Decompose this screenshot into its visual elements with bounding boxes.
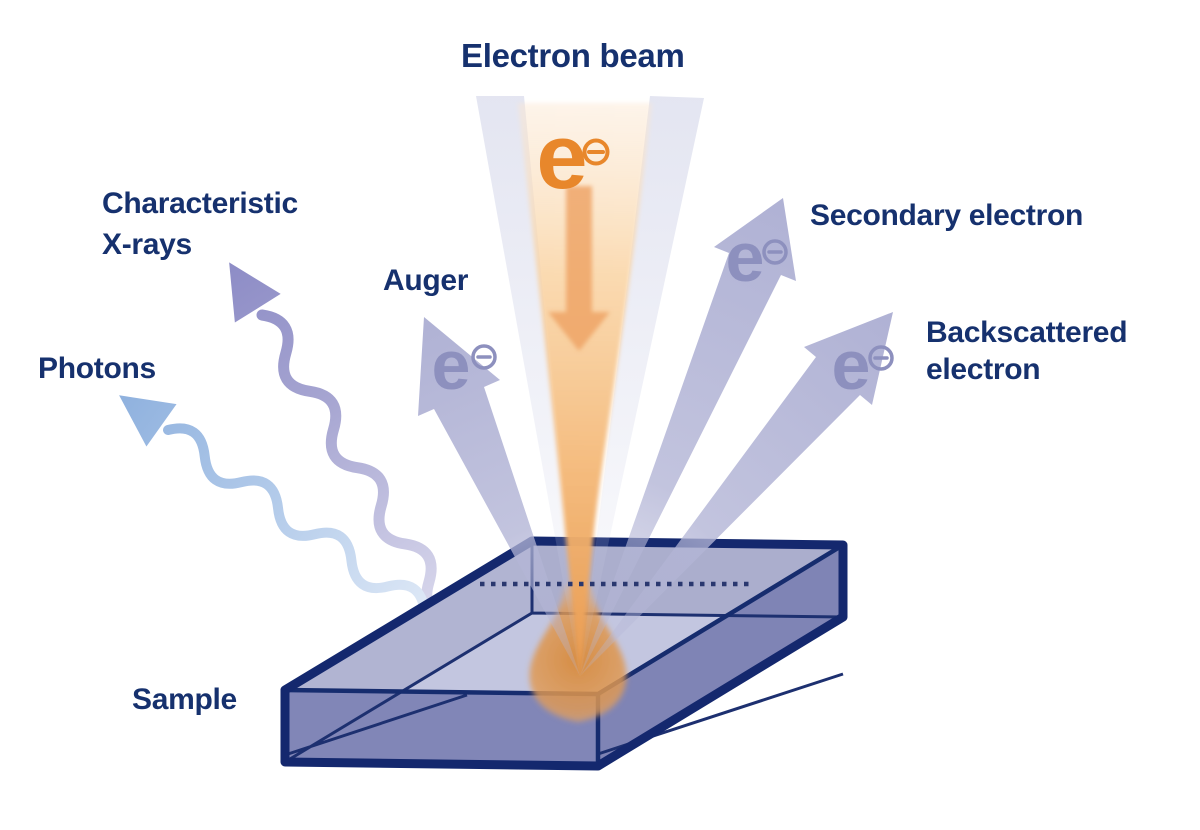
photon-arrowhead-icon [119,395,177,447]
label-photons: Photons [38,352,156,385]
photon-wave-path [163,423,467,646]
label-characteristic-line1: Characteristic [102,187,298,220]
xray-wave-arrow [229,262,459,626]
backscattered-minus-circle-icon [868,345,894,371]
auger-electron-letter: e [432,326,471,404]
faint-ray-left [476,96,580,676]
backscattered-electron-symbol: e [832,326,894,404]
xray-wave-path [256,309,459,626]
title-electron-beam: Electron beam [461,37,685,74]
label-backscattered-electron: Backscattered electron [926,314,1128,388]
label-characteristic-xrays: Characteristic X-rays [102,183,298,265]
xray-arrowhead-icon [229,262,281,323]
secondary-electron-arrow [580,198,796,676]
beam-direction-arrow-icon [548,186,610,351]
electron-beam-cone [518,103,652,676]
label-secondary-electron: Secondary electron [810,199,1084,232]
label-characteristic-line2: X-rays [102,228,192,261]
label-backscattered-line2: electron [926,353,1041,386]
label-sample: Sample [132,683,237,716]
backscattered-electron-letter: e [832,326,871,404]
label-auger: Auger [383,264,469,297]
photon-wave-arrow [119,395,467,646]
box-front-face [285,690,598,766]
beam-electron-letter: e [536,106,587,208]
beam-electron-symbol: e [536,106,610,208]
secondary-minus-circle-icon [762,239,788,265]
label-backscattered-line1: Backscattered [926,316,1128,349]
secondary-electron-symbol: e [726,218,788,296]
auger-minus-circle-icon [471,344,497,370]
auger-electron-symbol: e [432,326,497,404]
beam-minus-circle-icon [582,138,610,166]
box-right-face [598,545,843,766]
secondary-electron-letter: e [726,218,765,296]
faint-ray-right [580,96,704,676]
